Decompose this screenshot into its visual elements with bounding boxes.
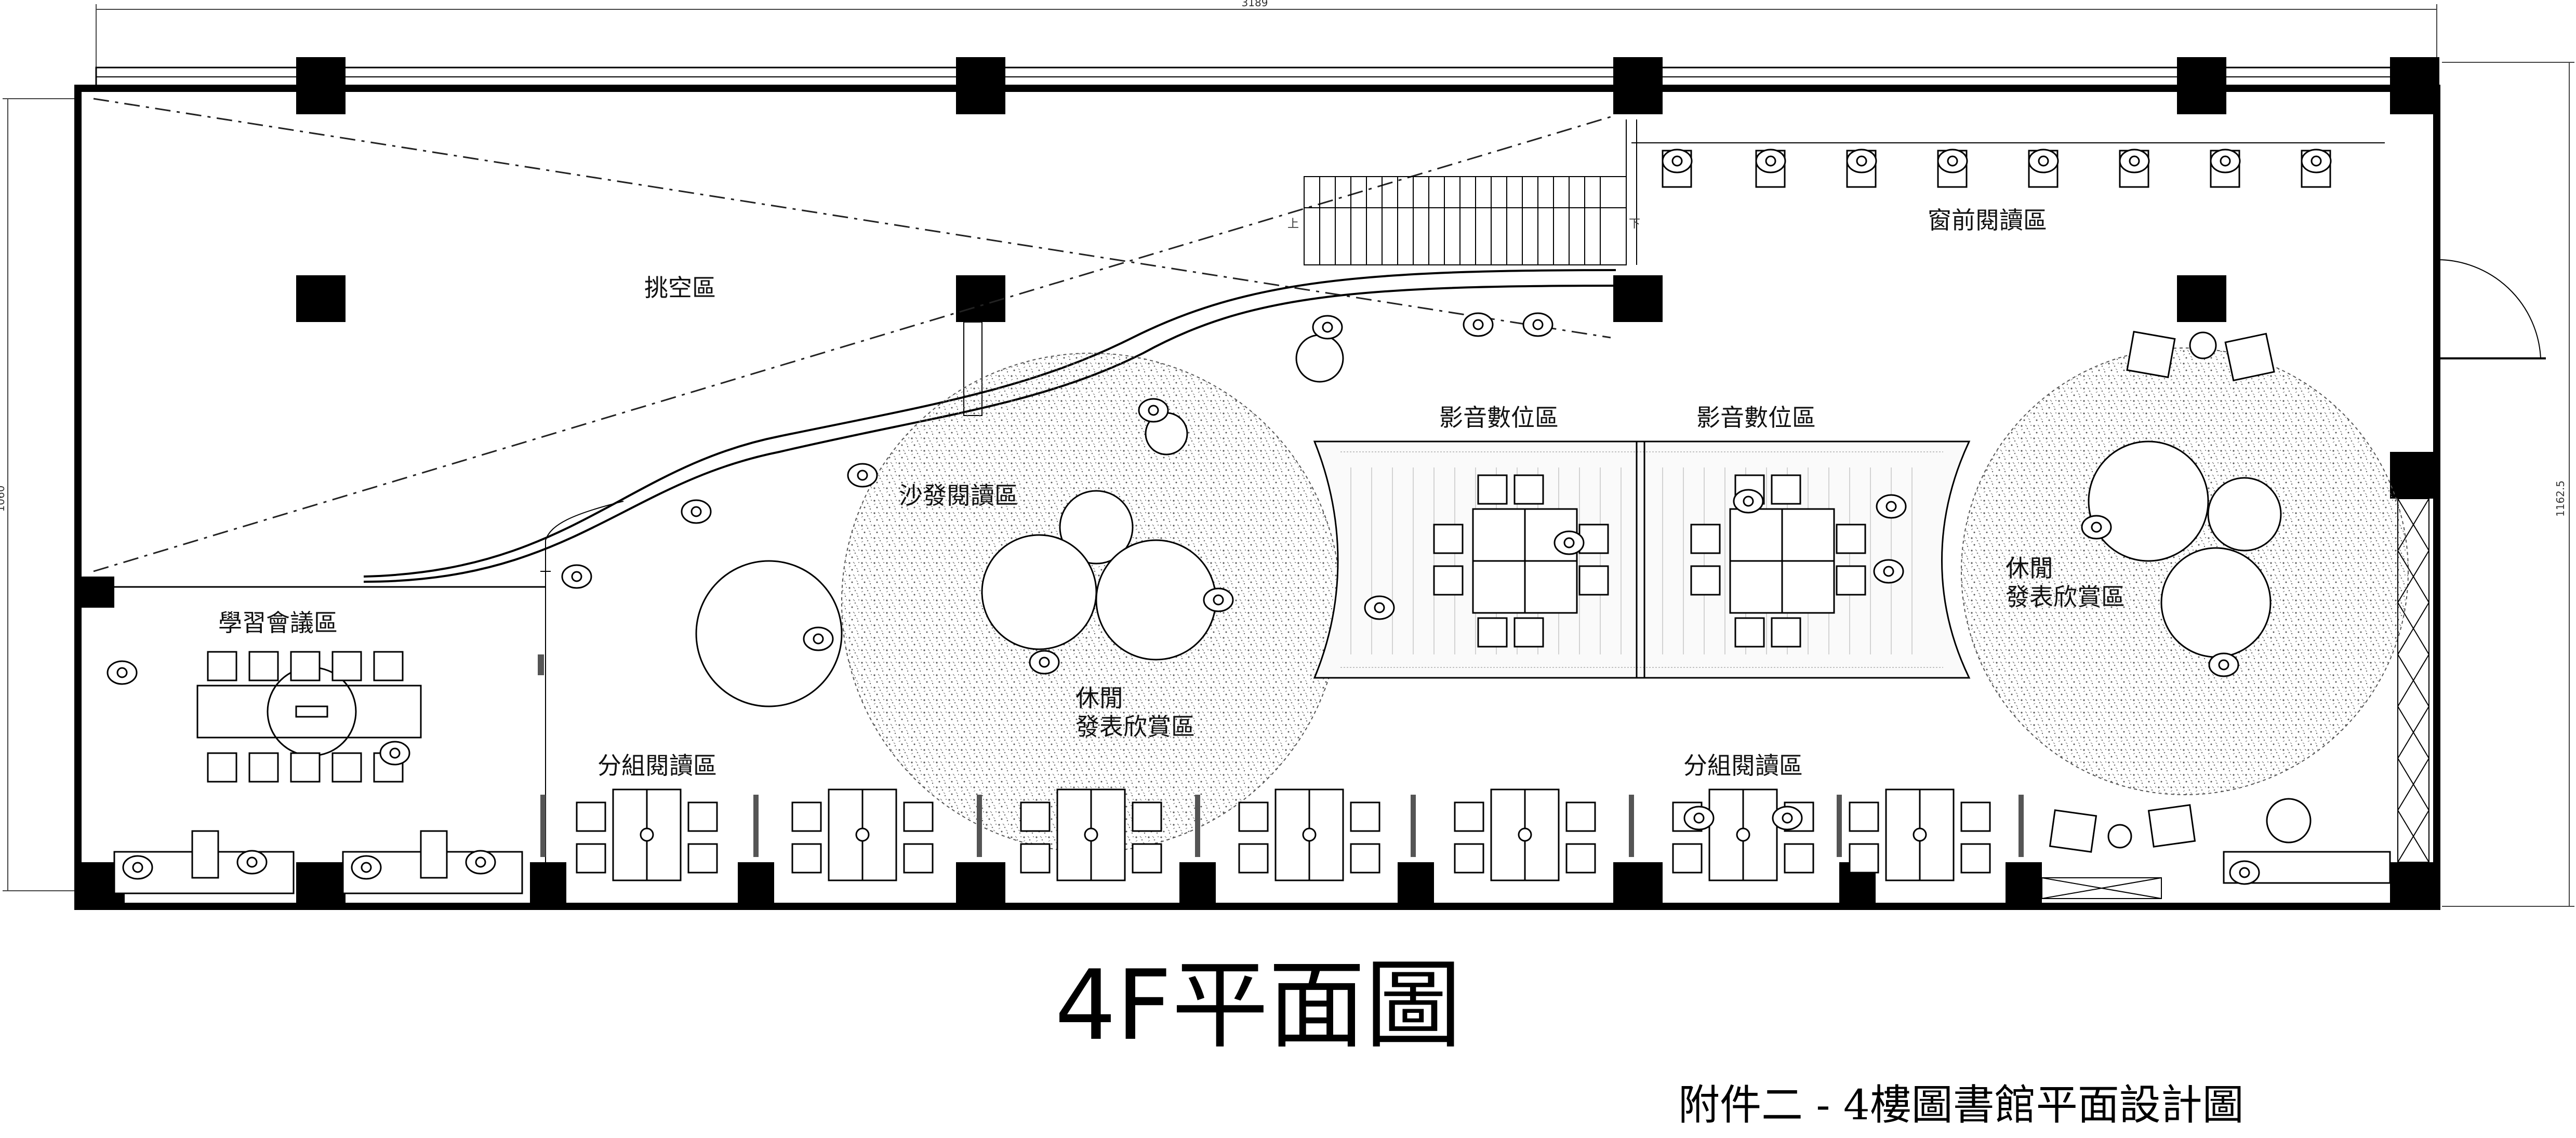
leisure-tables-right bbox=[2088, 331, 2312, 849]
label-group-reading-right: 分組閱讀區 bbox=[1683, 752, 1803, 780]
window-reading-seats bbox=[1631, 142, 2385, 188]
label-group-reading-left: 分組閱讀區 bbox=[597, 752, 717, 780]
person-figures bbox=[107, 149, 2332, 885]
group-reading-tables bbox=[576, 788, 1991, 881]
stair-down-mark: 下 bbox=[1629, 218, 1640, 231]
plan-subtitle: 附件二 - 4樓圖書館平面設計圖 bbox=[1678, 1081, 2244, 1129]
stair bbox=[1304, 119, 1637, 265]
label-leisure-right-2: 發表欣賞區 bbox=[2006, 583, 2125, 611]
av-platform bbox=[1313, 440, 1971, 679]
right-wall-shelving bbox=[2041, 498, 2429, 899]
dimension-lines bbox=[3, 4, 2574, 907]
label-av-digital-1: 影音數位區 bbox=[1439, 404, 1559, 432]
group-table-2 bbox=[791, 788, 934, 881]
av-table-left bbox=[1433, 474, 1609, 648]
leisure-tables-center bbox=[695, 334, 1344, 707]
label-leisure-right-1: 休閒 bbox=[2006, 554, 2053, 582]
label-leisure-center-2: 發表欣賞區 bbox=[1075, 713, 1195, 741]
dimension-overall-height: 1060 bbox=[0, 486, 7, 512]
dimension-right-height: 1162.5 bbox=[2554, 480, 2567, 517]
label-leisure-center-1: 休閒 bbox=[1075, 684, 1123, 712]
group-table-4 bbox=[1238, 788, 1380, 881]
label-atrium: 挑空區 bbox=[644, 274, 716, 302]
label-sofa-reading: 沙發閱讀區 bbox=[899, 481, 1018, 510]
dimension-overall-width: 3189 bbox=[1242, 0, 1268, 9]
structural-columns bbox=[78, 57, 2439, 906]
group-table-6 bbox=[1672, 788, 1814, 881]
plan-title: 4F平面圖 bbox=[1055, 949, 1462, 1062]
partition-posts bbox=[538, 654, 2024, 857]
group-table-1 bbox=[576, 788, 718, 881]
group-table-3 bbox=[1020, 788, 1162, 881]
av-table-right bbox=[1690, 474, 1866, 648]
stair-up-mark: 上 bbox=[1287, 218, 1299, 231]
lounge-armchairs bbox=[2049, 330, 2391, 884]
group-table-7 bbox=[1849, 788, 1991, 881]
label-window-reading: 窗前閱讀區 bbox=[1928, 206, 2047, 234]
group-table-5 bbox=[1454, 788, 1596, 881]
label-meeting: 學習會議區 bbox=[218, 609, 338, 637]
atrium-void bbox=[93, 98, 1611, 572]
label-av-digital-2: 影音數位區 bbox=[1696, 404, 1816, 432]
